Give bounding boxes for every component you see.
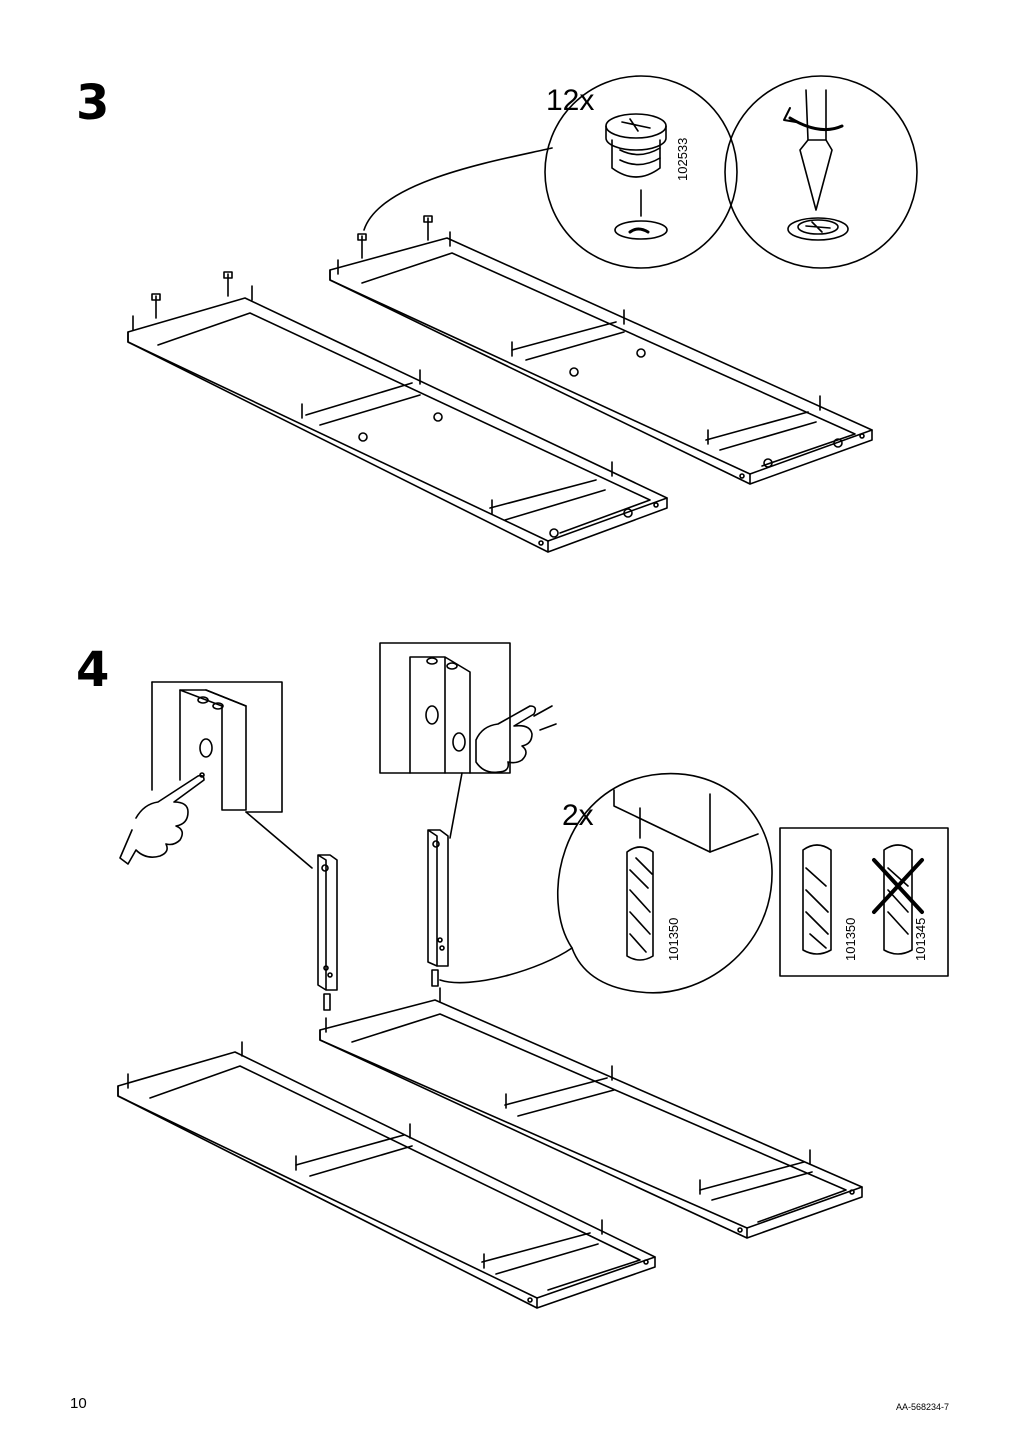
step-4-back-frame — [319, 987, 863, 1239]
step-3-left-cam-locks — [132, 271, 633, 538]
screwdriver-detail — [724, 75, 918, 269]
document-code: AA-568234-7 — [896, 1402, 950, 1412]
dowel-detail — [439, 772, 773, 994]
cross-mark-icon — [872, 858, 924, 914]
screwdriver-icon — [799, 89, 833, 211]
step-3-quantity: 12x — [546, 84, 595, 117]
step-3-right-frame — [329, 237, 873, 485]
wooden-dowel-icon — [626, 846, 654, 961]
step-4-front-frame — [117, 1041, 656, 1309]
rotate-arrow-icon — [783, 107, 844, 132]
step-3-callout-line — [363, 147, 553, 231]
wooden-dowel-icon — [802, 844, 832, 955]
dowel-comparison-box — [779, 827, 949, 977]
step-4-detail-box-right — [379, 642, 557, 839]
step-3-number: 3 — [76, 75, 110, 131]
step-4-quantity: 2x — [562, 799, 594, 832]
step-4-number: 4 — [76, 642, 110, 698]
cam-lock-detail — [544, 75, 738, 269]
hand-pointing-icon — [119, 774, 205, 865]
page-number: 10 — [70, 1395, 87, 1412]
step-4-detail-box-left — [119, 681, 313, 869]
hand-pointing-icon — [475, 705, 557, 774]
cam-lock-icon — [605, 113, 667, 178]
step-3-right-cam-locks — [337, 215, 843, 468]
step-3-left-frame — [127, 297, 668, 553]
step-4-uprights — [317, 829, 449, 1011]
